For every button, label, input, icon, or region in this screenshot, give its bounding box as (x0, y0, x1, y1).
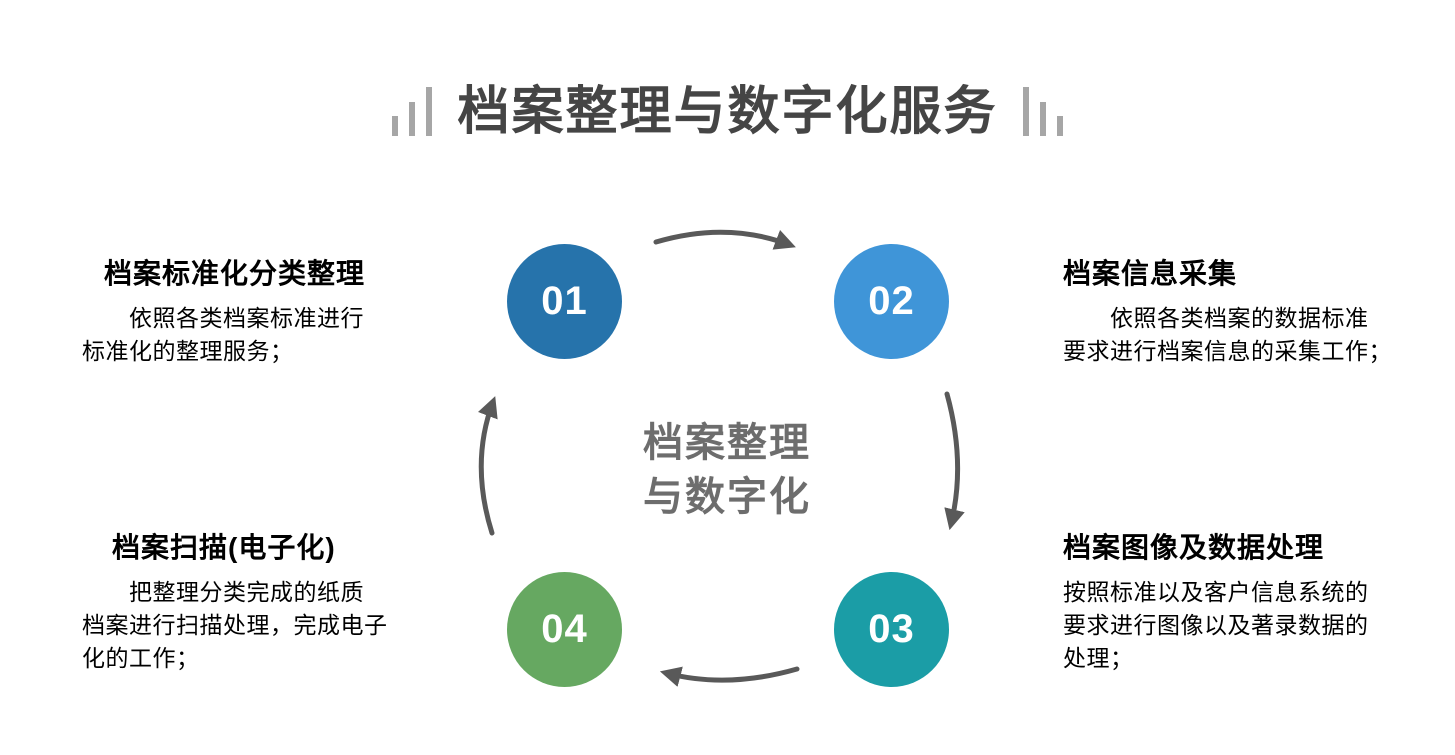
step-4-text-block: 档案扫描(电子化) 把整理分类完成的纸质 档案进行扫描处理，完成电子 化的工作； (82, 528, 477, 675)
step-1-number: 01 (541, 279, 588, 323)
step-2-description: 依照各类档案的数据标准 要求进行档案信息的采集工作； (1063, 305, 1392, 364)
step-2-text-block: 档案信息采集 依照各类档案的数据标准 要求进行档案信息的采集工作； (1063, 254, 1438, 368)
header: 档案整理与数字化服务 (0, 86, 1455, 138)
step-4-description: 把整理分类完成的纸质 档案进行扫描处理，完成电子 化的工作； (82, 579, 388, 671)
cycle-center-label: 档案整理 与数字化 (643, 421, 811, 519)
bar-chart-descending-icon (1022, 87, 1063, 136)
page-title: 档案整理与数字化服务 (457, 83, 998, 141)
arrow-step2-to-step3-icon (944, 391, 965, 531)
step-3-number: 03 (868, 607, 915, 651)
step-4-title: 档案扫描(电子化) (112, 532, 336, 563)
step-2-circle: 02 (834, 244, 949, 359)
step-1-text-block: 档案标准化分类整理 依照各类档案标准进行 标准化的整理服务； (82, 254, 412, 368)
step-3-description: 按照标准以及客户信息系统的 要求进行图像以及著录数据的 处理； (1063, 579, 1369, 671)
step-2-title: 档案信息采集 (1063, 258, 1238, 289)
arrow-step3-to-step4-icon (659, 666, 800, 687)
arrow-step1-to-step2-icon (653, 229, 796, 250)
step-3-text-block: 档案图像及数据处理 按照标准以及客户信息系统的 要求进行图像以及著录数据的 处理… (1063, 528, 1423, 675)
step-1-title: 档案标准化分类整理 (104, 258, 366, 289)
arrow-step4-to-step1-icon (477, 396, 498, 536)
step-2-number: 02 (868, 279, 915, 323)
step-3-circle: 03 (834, 572, 949, 687)
step-4-number: 04 (541, 607, 588, 651)
step-1-circle: 01 (507, 244, 622, 359)
step-1-description: 依照各类档案标准进行 标准化的整理服务； (82, 305, 364, 364)
step-3-title: 档案图像及数据处理 (1063, 532, 1325, 563)
bar-chart-ascending-icon (392, 87, 433, 136)
step-4-circle: 04 (507, 572, 622, 687)
